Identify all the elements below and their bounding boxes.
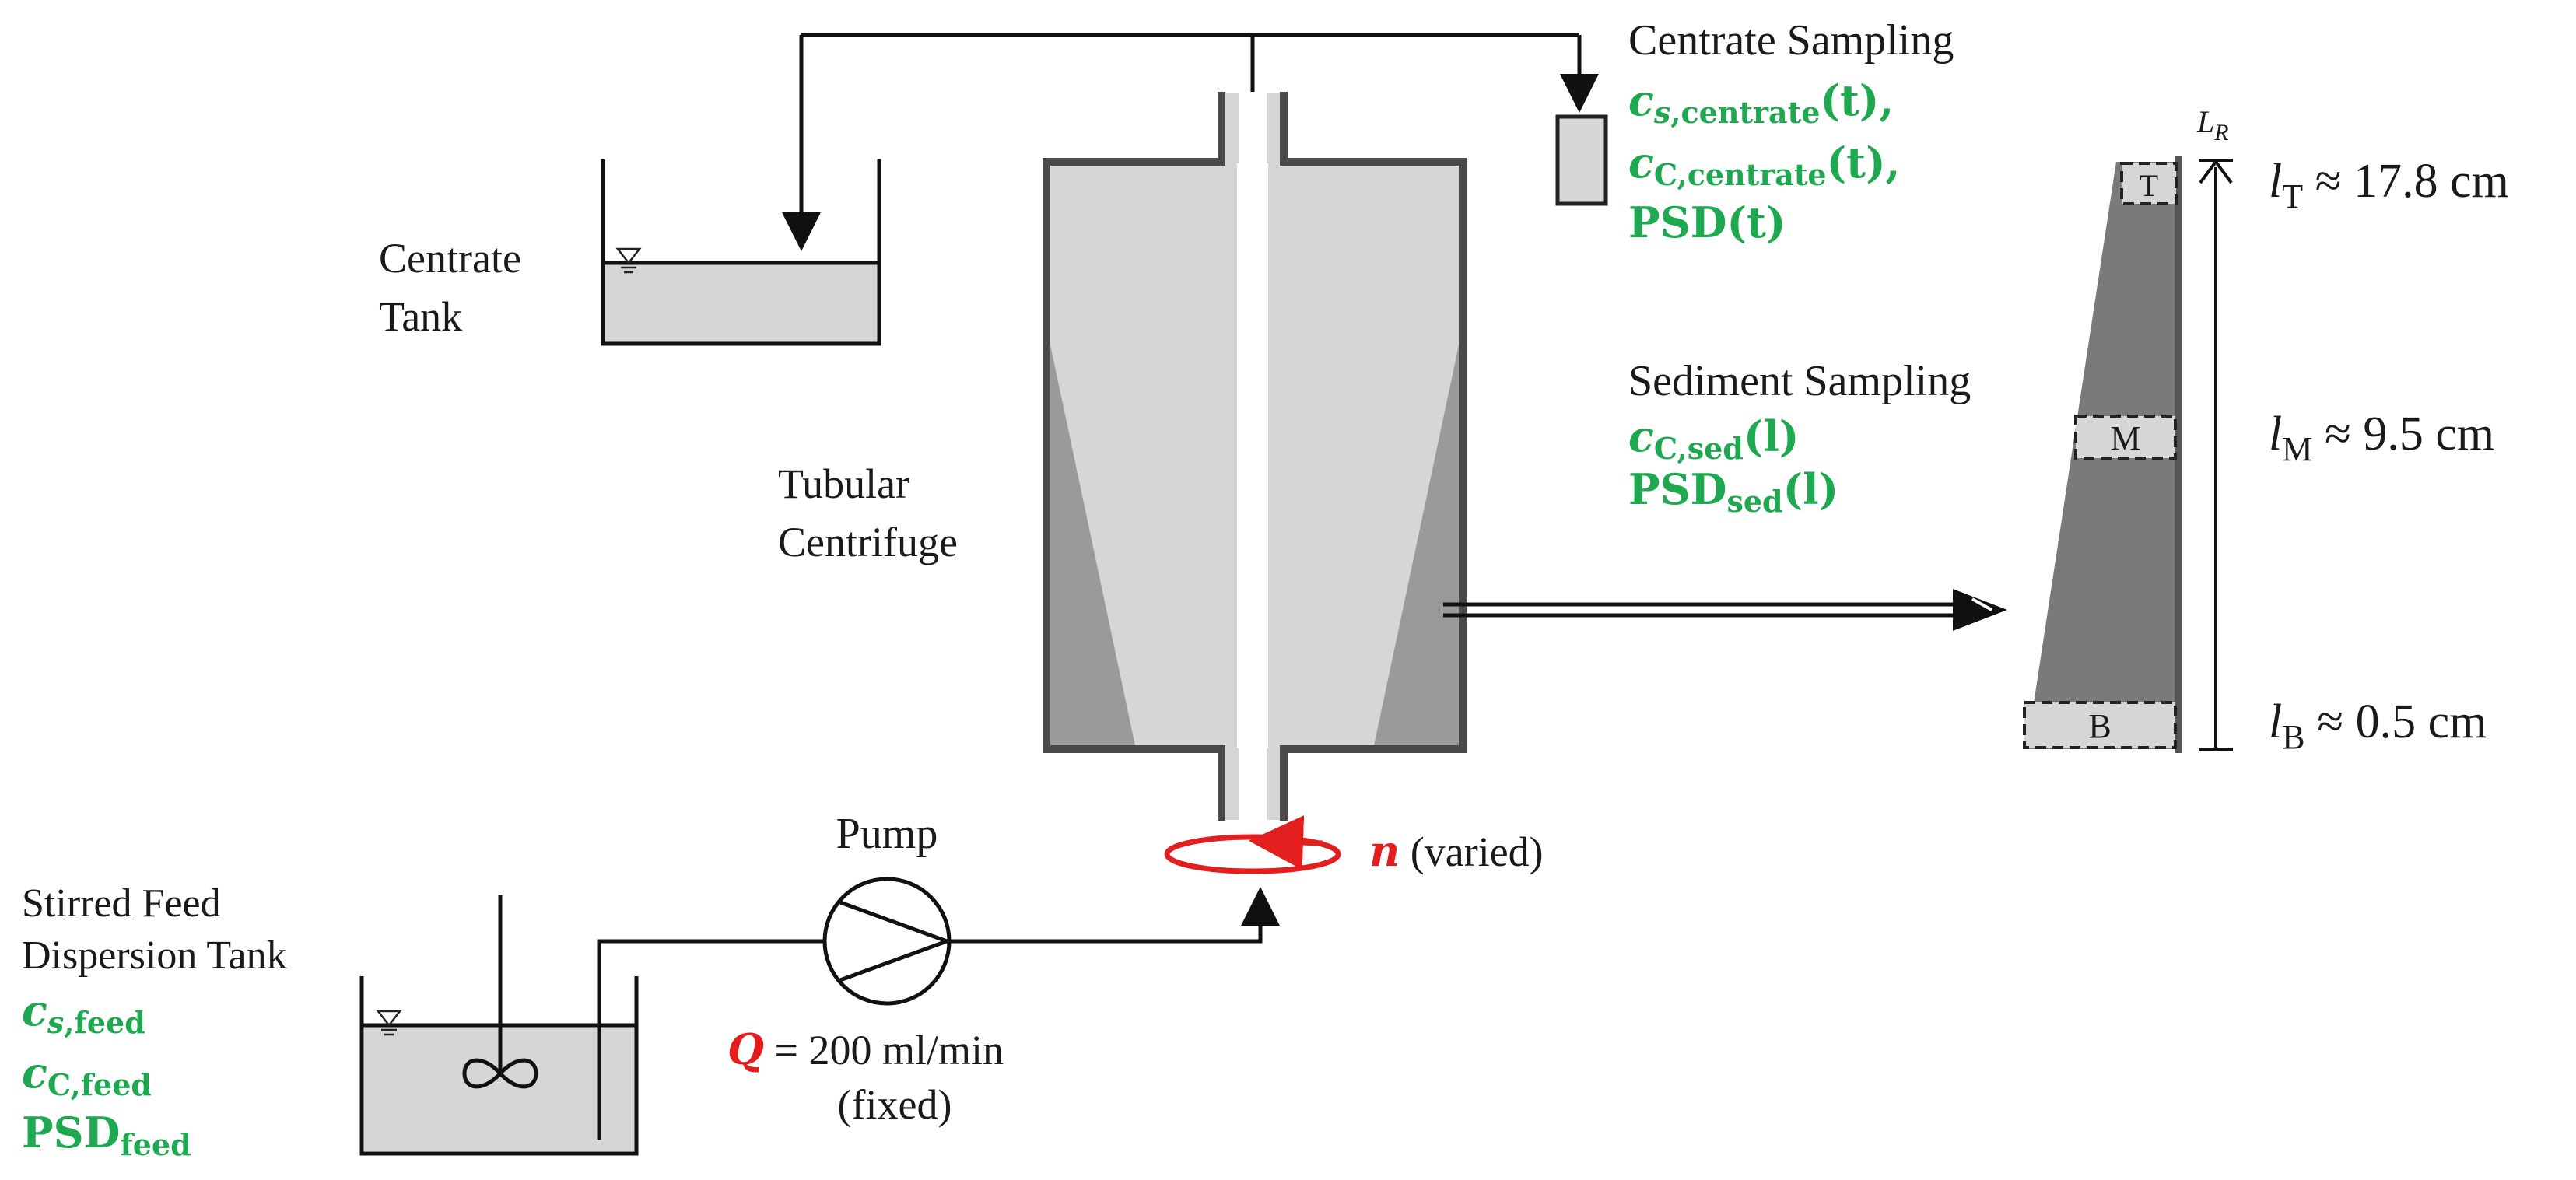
centrifuge-sediment-right (1373, 327, 1463, 749)
pump-flow-rate: Q = 200 ml/min (727, 1024, 1004, 1074)
centrate-sampling-title: Centrate Sampling (1628, 16, 1954, 65)
pump-discharge-pipe (949, 887, 1280, 944)
rotation-arrow (1249, 815, 1323, 870)
feed-cs-measurement: cs,feed (22, 986, 145, 1040)
sample-box-middle-label: M (2110, 419, 2140, 457)
feed-psd-measurement: PSDfeed (22, 1108, 191, 1162)
position-bottom: lB ≈ 0.5 cm (2269, 695, 2487, 756)
sediment-psd-measurement: PSDsed(l) (1628, 464, 1838, 519)
tubular-centrifuge (1043, 92, 1467, 821)
sediment-sampling-title: Sediment Sampling (1628, 357, 1971, 405)
centrate-tank-label-1: Centrate (379, 235, 521, 282)
feed-suction-pipe (597, 939, 825, 1140)
centrate-tank-liquid (605, 263, 878, 342)
centrate-tank-level-icon (615, 247, 642, 274)
pump-label: Pump (836, 810, 938, 858)
feed-cc-measurement: cC,feed (22, 1048, 152, 1102)
centrifuge-label-1: Tubular (778, 460, 909, 507)
centrate-cc-measurement: cC,centrate(t), (1628, 138, 1900, 192)
centrifuge-wall-top-left (1043, 92, 1225, 821)
centrate-psd-measurement: PSD(t) (1628, 198, 1786, 247)
sample-box-top-label: T (2140, 168, 2158, 203)
length-axis-label: LR (2196, 104, 2229, 145)
sediment-cc-measurement: cC,sed(l) (1628, 411, 1799, 466)
centrate-tank-label-2: Tank (379, 293, 462, 340)
feed-tank-label-2: Dispersion Tank (22, 933, 287, 978)
position-middle: lM ≈ 9.5 cm (2269, 408, 2494, 468)
feed-tank-label-1: Stirred Feed (22, 881, 221, 926)
centrifuge-sediment-left (1046, 327, 1136, 749)
centrate-cs-measurement: cs,centrate(t), (1628, 75, 1894, 130)
sediment-profile (2023, 156, 2182, 753)
pump-icon (822, 877, 953, 1006)
stirrer-impeller-icon (462, 1058, 538, 1089)
centrate-tank (601, 159, 881, 346)
centrifuge-wall-top-right (1280, 92, 1467, 821)
centrifuge-neck-bottom-core (1239, 745, 1267, 820)
sample-box-top (2120, 162, 2178, 205)
feed-tank-level-icon (376, 1010, 402, 1036)
centrate-tank-walls (601, 159, 881, 346)
centrate-sampling-vial (1555, 114, 1608, 206)
pump-flow-note: (fixed) (838, 1081, 952, 1128)
sample-box-bottom-label: B (2088, 707, 2111, 745)
position-top: lT ≈ 17.8 cm (2269, 155, 2509, 215)
centrifuge-label-2: Centrifuge (778, 519, 958, 565)
centrate-outlet-pipe (801, 33, 1579, 92)
rotation-label: n (varied) (1369, 826, 1544, 876)
rotation-indicator (1164, 815, 1341, 874)
feed-tank-walls (359, 976, 639, 1156)
centrifuge-neck-top-core (1239, 93, 1267, 167)
sediment-transfer-arrow (1443, 589, 2007, 631)
sample-box-middle (2074, 415, 2177, 460)
centrifuge-core-tube (1237, 93, 1268, 821)
sample-box-bottom (2023, 701, 2177, 749)
feed-tank (359, 895, 639, 1156)
